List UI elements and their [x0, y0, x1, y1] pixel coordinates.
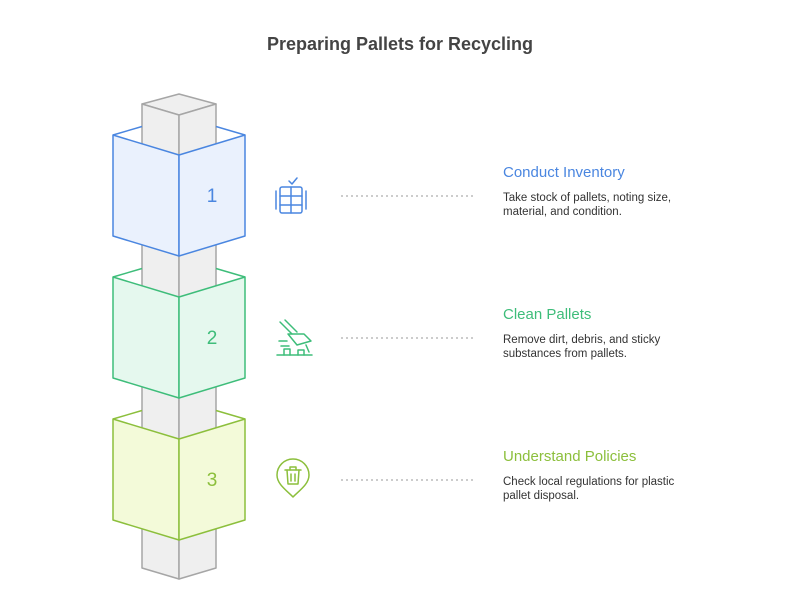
step-1-description: Take stock of pallets, noting size, mate… — [503, 192, 672, 218]
step-2-heading: Clean Pallets — [503, 306, 592, 323]
step-3-heading: Understand Policies — [503, 448, 637, 465]
step-3-description: Check local regulations for plastic pall… — [503, 476, 675, 502]
step-2-description: Remove dirt, debris, and sticky substanc… — [503, 334, 661, 360]
cleaning-brush-icon — [276, 319, 313, 356]
trash-location-icon — [276, 458, 310, 498]
step-1-number: 1 — [207, 186, 218, 207]
step-2-box — [112, 267, 246, 399]
step-2-number: 2 — [207, 328, 218, 349]
step-1-box — [112, 125, 246, 257]
step-3-number: 3 — [207, 470, 218, 491]
step-3-text: Understand Policies Check local regulati… — [503, 448, 703, 503]
step-1-text: Conduct Inventory Take stock of pallets,… — [503, 164, 703, 219]
step-1-heading: Conduct Inventory — [503, 164, 625, 181]
diagram-title: Preparing Pallets for Recycling — [266, 34, 534, 54]
step-2-text: Clean Pallets Remove dirt, debris, and s… — [503, 306, 703, 361]
inventory-list-icon — [275, 177, 307, 214]
step-3-box — [112, 409, 246, 541]
